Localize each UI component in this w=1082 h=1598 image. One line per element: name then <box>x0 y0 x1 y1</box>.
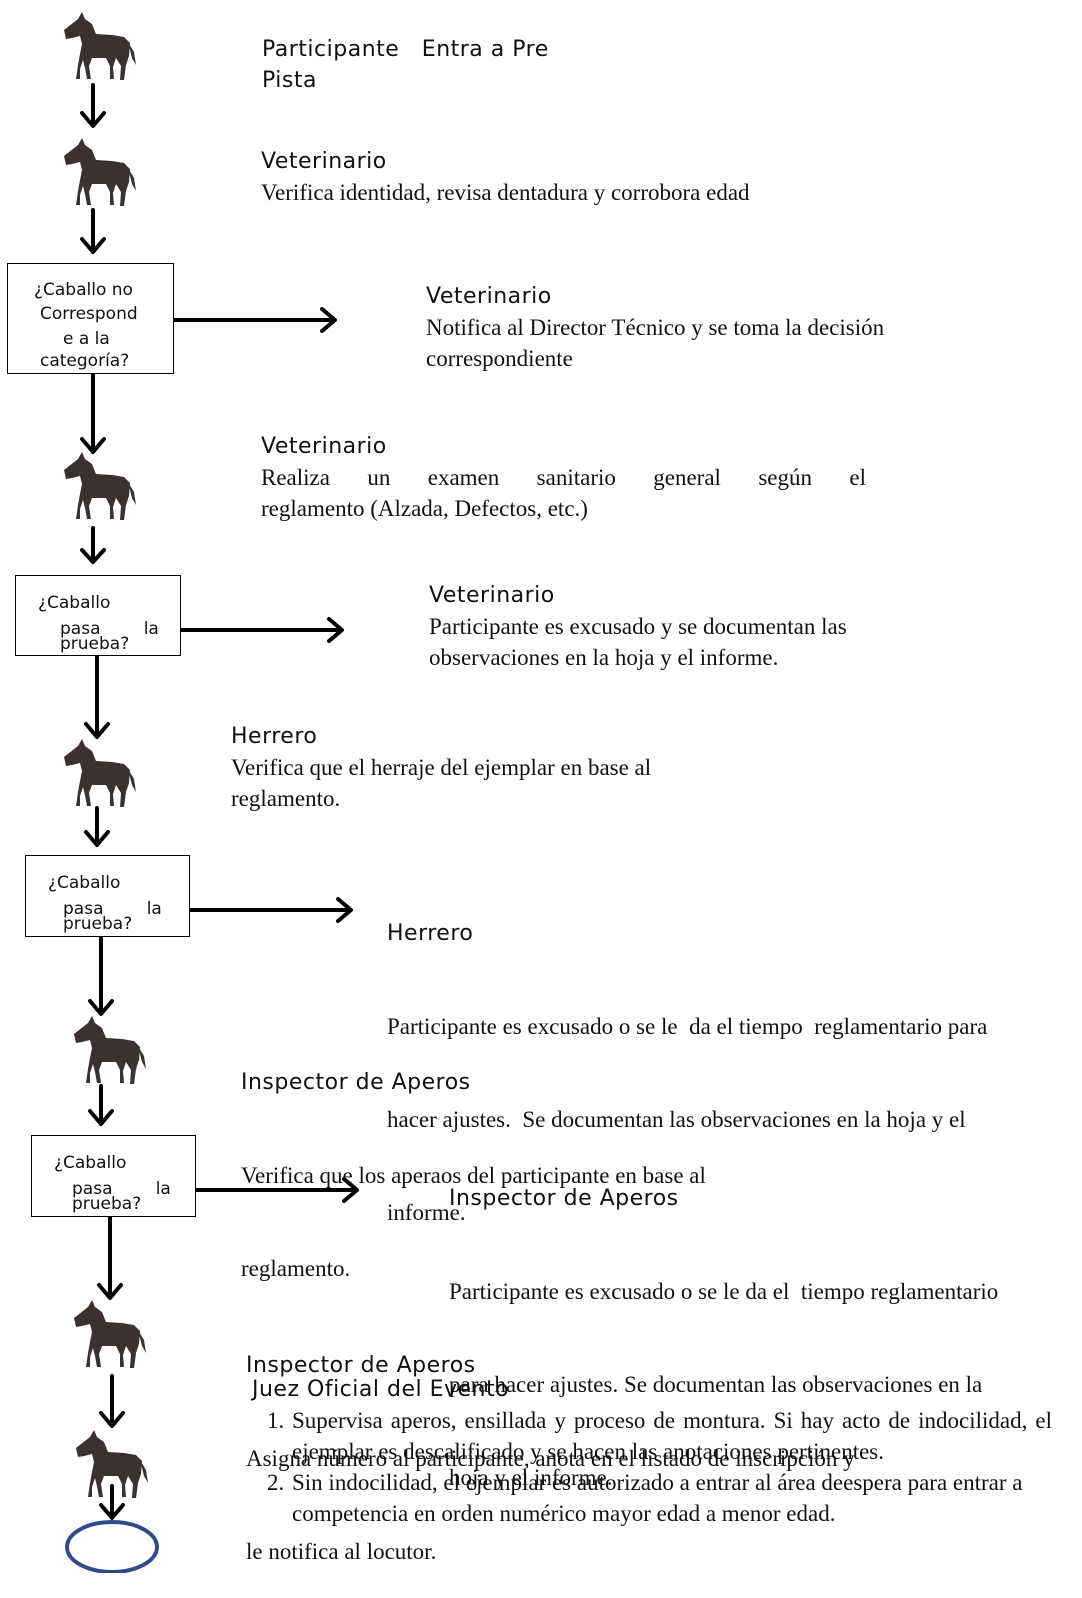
horse-icon <box>64 138 136 206</box>
step-line: Verifica que el herraje del ejemplar en … <box>231 755 652 780</box>
step-role: Inspector de Aperos <box>241 1070 471 1095</box>
horse-icon <box>64 452 136 520</box>
arrow-down-icon <box>80 526 106 564</box>
arrow-down-icon <box>97 1215 123 1300</box>
arrow-down-icon <box>84 654 110 739</box>
juez-steps-list: Supervisa aperos, ensillada y proceso de… <box>246 1405 1052 1529</box>
outcome-role: Inspector de Aperos <box>449 1186 679 1211</box>
step-line: Asigna número al participante, anota en … <box>246 1446 855 1471</box>
outcome-line: correspondiente <box>426 346 573 371</box>
arrow-right-icon <box>188 897 353 923</box>
outcome-herrero: Herrero Participante es excusado o se le… <box>387 856 987 1259</box>
arrow-down-icon <box>80 83 106 128</box>
decision-line: ¿Caballo <box>48 873 121 893</box>
arrow-down-icon <box>88 935 114 1016</box>
outcome-line: hoja y el informe. <box>449 1465 613 1490</box>
decision-aperos-box: ¿Caballo pasa la prueba? <box>31 1135 196 1217</box>
outcome-category: Veterinario Notifica al Director Técnico… <box>426 281 884 374</box>
decision-line: ¿Caballo no <box>34 280 133 300</box>
decision-line: pasa la <box>60 619 159 639</box>
step-line: le notifica al locutor. <box>246 1539 437 1564</box>
start-action-line2: Pista <box>262 68 317 93</box>
arrow-right-icon <box>172 307 337 333</box>
decision-herrero-box: ¿Caballo pasa la prueba? <box>25 855 190 937</box>
decision-line: prueba? <box>60 634 130 654</box>
outcome-line: para hacer ajustes. Se documentan las ob… <box>449 1372 983 1397</box>
step-vet-exam: Veterinario Realiza un examen sanitario … <box>261 431 866 524</box>
list-item: Sin indocilidad, el ejemplar es autoriza… <box>290 1467 1052 1529</box>
step-line: reglamento. <box>231 786 341 811</box>
arrow-down-icon <box>99 1484 125 1520</box>
end-ellipse-icon <box>65 1520 159 1573</box>
decision-line: e a la <box>63 329 110 349</box>
horse-icon <box>64 12 136 80</box>
horse-icon <box>64 739 136 807</box>
step-line: Verifica que los aperaos del participant… <box>241 1163 706 1188</box>
decision-line: pasa la <box>63 899 162 919</box>
arrow-down-icon <box>84 806 110 847</box>
decision-line: prueba? <box>63 914 133 934</box>
decision-line: pasa la <box>72 1179 171 1199</box>
step-role: Veterinario <box>261 434 387 459</box>
outcome-line: Participante es excusado o se le da el t… <box>387 1014 988 1039</box>
outcome-line: Participante es excusado y se documentan… <box>429 614 847 639</box>
start-role: Participante <box>262 37 400 62</box>
outcome-role: Veterinario <box>429 583 555 608</box>
decision-line: prueba? <box>72 1194 142 1214</box>
arrow-right-icon <box>194 1177 359 1203</box>
arrow-down-icon <box>88 1084 114 1126</box>
step-herrero: Herrero Verifica que el herraje del ejem… <box>231 721 651 814</box>
outcome-line: hacer ajustes. Se documentan las observa… <box>387 1107 966 1132</box>
step-line: Realiza un examen sanitario general segú… <box>261 465 866 490</box>
step-juez: Juez Oficial del Evento Supervisa aperos… <box>246 1374 1052 1529</box>
horse-icon <box>74 1300 146 1368</box>
step-line: reglamento. <box>241 1256 351 1281</box>
step-role: Juez Oficial del Evento <box>252 1377 510 1402</box>
outcome-aperos: Inspector de Aperos Participante es excu… <box>449 1121 998 1524</box>
decision-vet-box: ¿Caballo pasa la prueba? <box>15 575 181 656</box>
horse-icon <box>74 1016 146 1084</box>
step-role: Inspector de Aperos <box>246 1353 476 1378</box>
outcome-line: Notifica al Director Técnico y se toma l… <box>426 315 885 340</box>
step-role: Herrero <box>231 724 318 749</box>
step-description: Verifica identidad, revisa dentadura y c… <box>261 180 750 205</box>
start-action: Entra a Pre <box>421 37 549 62</box>
decision-line: categoría? <box>40 351 130 371</box>
arrow-right-icon <box>179 617 344 643</box>
decision-line: Correspond <box>40 304 138 324</box>
outcome-role: Herrero <box>387 921 474 946</box>
arrow-down-icon <box>99 1374 125 1428</box>
step-role: Veterinario <box>261 149 387 174</box>
arrow-down-icon <box>80 372 106 454</box>
decision-line: ¿Caballo <box>38 593 111 613</box>
arrow-down-icon <box>80 208 106 254</box>
outcome-vet: Veterinario Participante es excusado y s… <box>429 580 847 673</box>
step-aperos: Inspector de Aperos Verifica que los ape… <box>241 1005 706 1315</box>
list-item: Supervisa aperos, ensillada y proceso de… <box>290 1405 1052 1467</box>
step-vet-identity: Veterinario Verifica identidad, revisa d… <box>261 146 750 208</box>
outcome-line: observaciones en la hoja y el informe. <box>429 645 779 670</box>
decision-category-box: ¿Caballo no Correspond e a la categoría? <box>7 263 174 374</box>
step-line: reglamento (Alzada, Defectos, etc.) <box>261 496 588 521</box>
decision-line: ¿Caballo <box>54 1153 127 1173</box>
outcome-line: Participante es excusado o se le da el t… <box>449 1279 999 1304</box>
outcome-role: Veterinario <box>426 284 552 309</box>
step-numero: Inspector de Aperos Asigna número al par… <box>246 1288 855 1598</box>
outcome-line: informe. <box>387 1200 466 1225</box>
